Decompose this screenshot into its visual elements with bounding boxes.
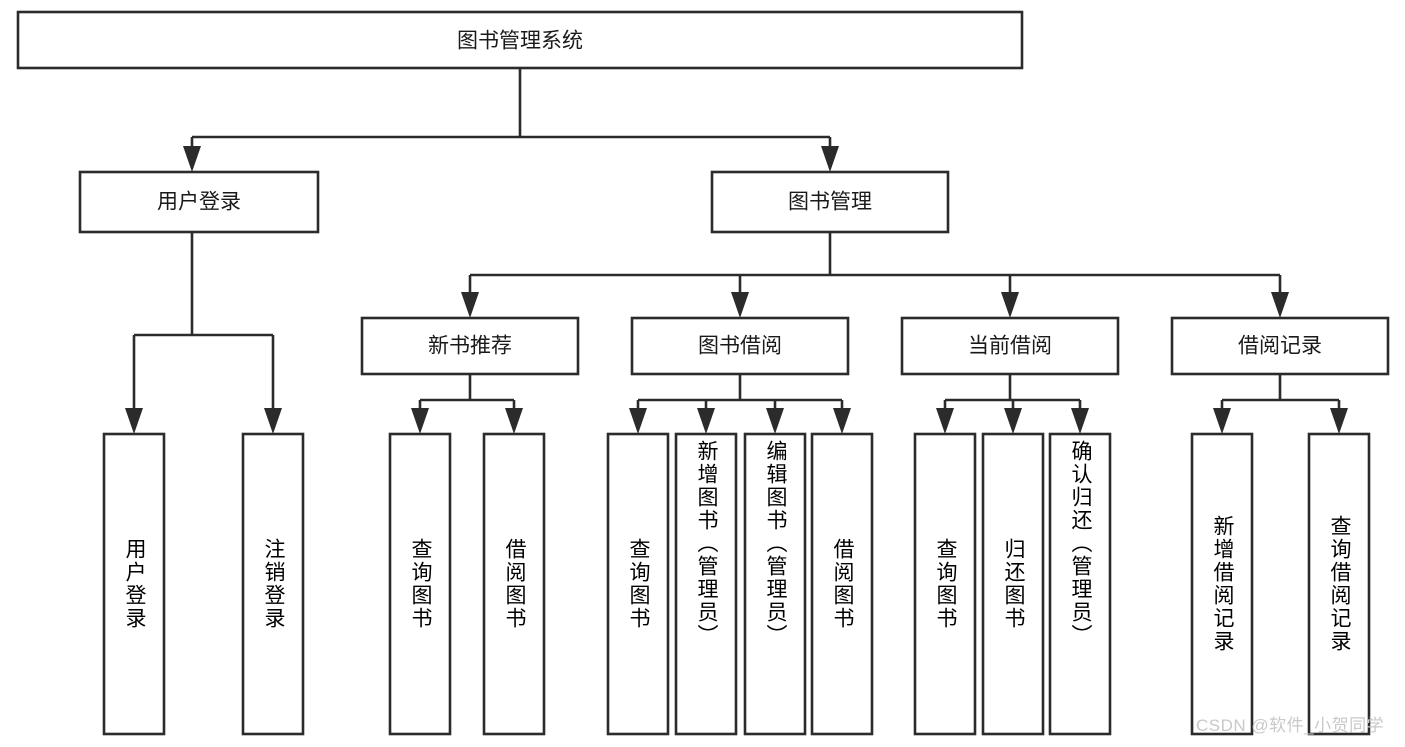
node-leaf-record-add[interactable]: 新增借阅记录: [1190, 432, 1254, 736]
node-current-borrow-box[interactable]: [900, 316, 1120, 376]
node-user-login-label: 用户登录: [157, 191, 241, 214]
node-leaf-borrow-lend-label: 借阅图书: [831, 538, 854, 630]
node-current-borrow[interactable]: 当前借阅: [900, 316, 1120, 376]
node-root[interactable]: 图书管理系统: [16, 10, 1024, 70]
node-leaf-current-confirm-label: 确认归还（管理员）: [1069, 440, 1092, 647]
node-leaf-rec-query-label: 查询图书: [409, 538, 432, 630]
node-leaf-rec-query[interactable]: 查询图书: [388, 432, 452, 736]
node-current-borrow-label: 当前借阅: [968, 335, 1052, 358]
arrow-icon-leaf-current-confirm: [1071, 408, 1089, 434]
arrow-icon-leaf-user-logout: [264, 408, 282, 434]
node-book-manage-label: 图书管理: [788, 191, 872, 214]
node-leaf-current-return-box[interactable]: [981, 432, 1045, 736]
node-leaf-rec-borrow-box[interactable]: [482, 432, 546, 736]
node-leaf-borrow-edit[interactable]: 编辑图书（管理员）: [743, 432, 807, 736]
csdn-watermark: CSDN @软件_小贺同学: [1196, 716, 1384, 735]
node-borrow-record[interactable]: 借阅记录: [1170, 316, 1390, 376]
node-leaf-current-confirm[interactable]: 确认归还（管理员）: [1048, 432, 1112, 736]
node-leaf-record-query-box[interactable]: [1307, 432, 1371, 736]
node-leaf-borrow-edit-box[interactable]: [743, 432, 807, 736]
node-leaf-current-return-label: 归还图书: [1002, 538, 1025, 630]
node-leaf-user-login[interactable]: 用户登录: [102, 432, 166, 736]
arrow-icon-leaf-record-add: [1213, 408, 1231, 434]
node-leaf-borrow-edit-label: 编辑图书（管理员）: [764, 440, 787, 647]
node-leaf-rec-query-box[interactable]: [388, 432, 452, 736]
node-leaf-borrow-query-label: 查询图书: [627, 538, 650, 630]
node-leaf-borrow-add-label: 新增图书（管理员）: [695, 440, 718, 647]
arrow-icon-current-borrow: [1001, 292, 1019, 318]
node-leaf-user-login-label: 用户登录: [123, 538, 146, 630]
node-leaf-record-query-label: 查询借阅记录: [1328, 515, 1351, 653]
node-leaf-borrow-add[interactable]: 新增图书（管理员）: [674, 432, 738, 736]
arrow-icon-new-book-rec: [461, 292, 479, 318]
node-new-book-rec[interactable]: 新书推荐: [360, 316, 580, 376]
node-leaf-rec-borrow-label: 借阅图书: [503, 538, 526, 630]
node-leaf-user-login-box[interactable]: [102, 432, 166, 736]
node-leaf-record-add-label: 新增借阅记录: [1211, 515, 1234, 653]
node-leaf-user-logout-label: 注销登录: [262, 538, 285, 630]
arrow-icon-leaf-user-login: [125, 408, 143, 434]
node-book-manage-box[interactable]: [710, 170, 950, 234]
leaf-layer: 用户登录 注销登录 查询图书: [102, 432, 1371, 736]
arrow-icon-leaf-borrow-edit: [766, 408, 784, 434]
arrow-icon-leaf-borrow-query: [629, 408, 647, 434]
arrow-icon-user-login: [183, 146, 201, 172]
arrow-icon-leaf-record-query: [1330, 408, 1348, 434]
node-leaf-current-return[interactable]: 归还图书: [981, 432, 1045, 736]
arrow-icon-leaf-current-query: [936, 408, 954, 434]
node-leaf-current-query-label: 查询图书: [934, 538, 957, 630]
node-leaf-borrow-query-box[interactable]: [606, 432, 670, 736]
arrow-icon-leaf-current-return: [1004, 408, 1022, 434]
node-user-login-box[interactable]: [78, 170, 320, 234]
node-book-manage[interactable]: 图书管理: [710, 170, 950, 234]
node-leaf-record-add-box[interactable]: [1190, 432, 1254, 736]
node-leaf-user-logout[interactable]: 注销登录: [241, 432, 305, 736]
node-leaf-borrow-lend-box[interactable]: [810, 432, 874, 736]
node-user-login[interactable]: 用户登录: [78, 170, 320, 234]
node-leaf-current-confirm-box[interactable]: [1048, 432, 1112, 736]
node-new-book-rec-box[interactable]: [360, 316, 580, 376]
node-leaf-rec-borrow[interactable]: 借阅图书: [482, 432, 546, 736]
arrow-icon-book-borrow: [731, 292, 749, 318]
node-root-label: 图书管理系统: [457, 30, 583, 53]
arrow-icon-leaf-borrow-add: [697, 408, 715, 434]
node-leaf-borrow-add-box[interactable]: [674, 432, 738, 736]
node-book-borrow-box[interactable]: [630, 316, 850, 376]
node-borrow-record-box[interactable]: [1170, 316, 1390, 376]
node-leaf-current-query[interactable]: 查询图书: [913, 432, 977, 736]
node-leaf-borrow-query[interactable]: 查询图书: [606, 432, 670, 736]
node-new-book-rec-label: 新书推荐: [428, 335, 512, 358]
connector-layer: [125, 68, 1348, 434]
node-leaf-borrow-lend[interactable]: 借阅图书: [810, 432, 874, 736]
arrow-icon-leaf-rec-query: [411, 408, 429, 434]
arrow-icon-borrow-record: [1271, 292, 1289, 318]
node-borrow-record-label: 借阅记录: [1238, 335, 1322, 358]
node-book-borrow[interactable]: 图书借阅: [630, 316, 850, 376]
arrow-icon-leaf-rec-borrow: [505, 408, 523, 434]
node-leaf-record-query[interactable]: 查询借阅记录: [1307, 432, 1371, 736]
node-leaf-current-query-box[interactable]: [913, 432, 977, 736]
node-leaf-user-logout-box[interactable]: [241, 432, 305, 736]
arrow-icon-leaf-borrow-lend: [833, 408, 851, 434]
node-root-box[interactable]: [16, 10, 1024, 70]
node-book-borrow-label: 图书借阅: [698, 335, 782, 358]
arrow-icon-book-manage: [821, 146, 839, 172]
